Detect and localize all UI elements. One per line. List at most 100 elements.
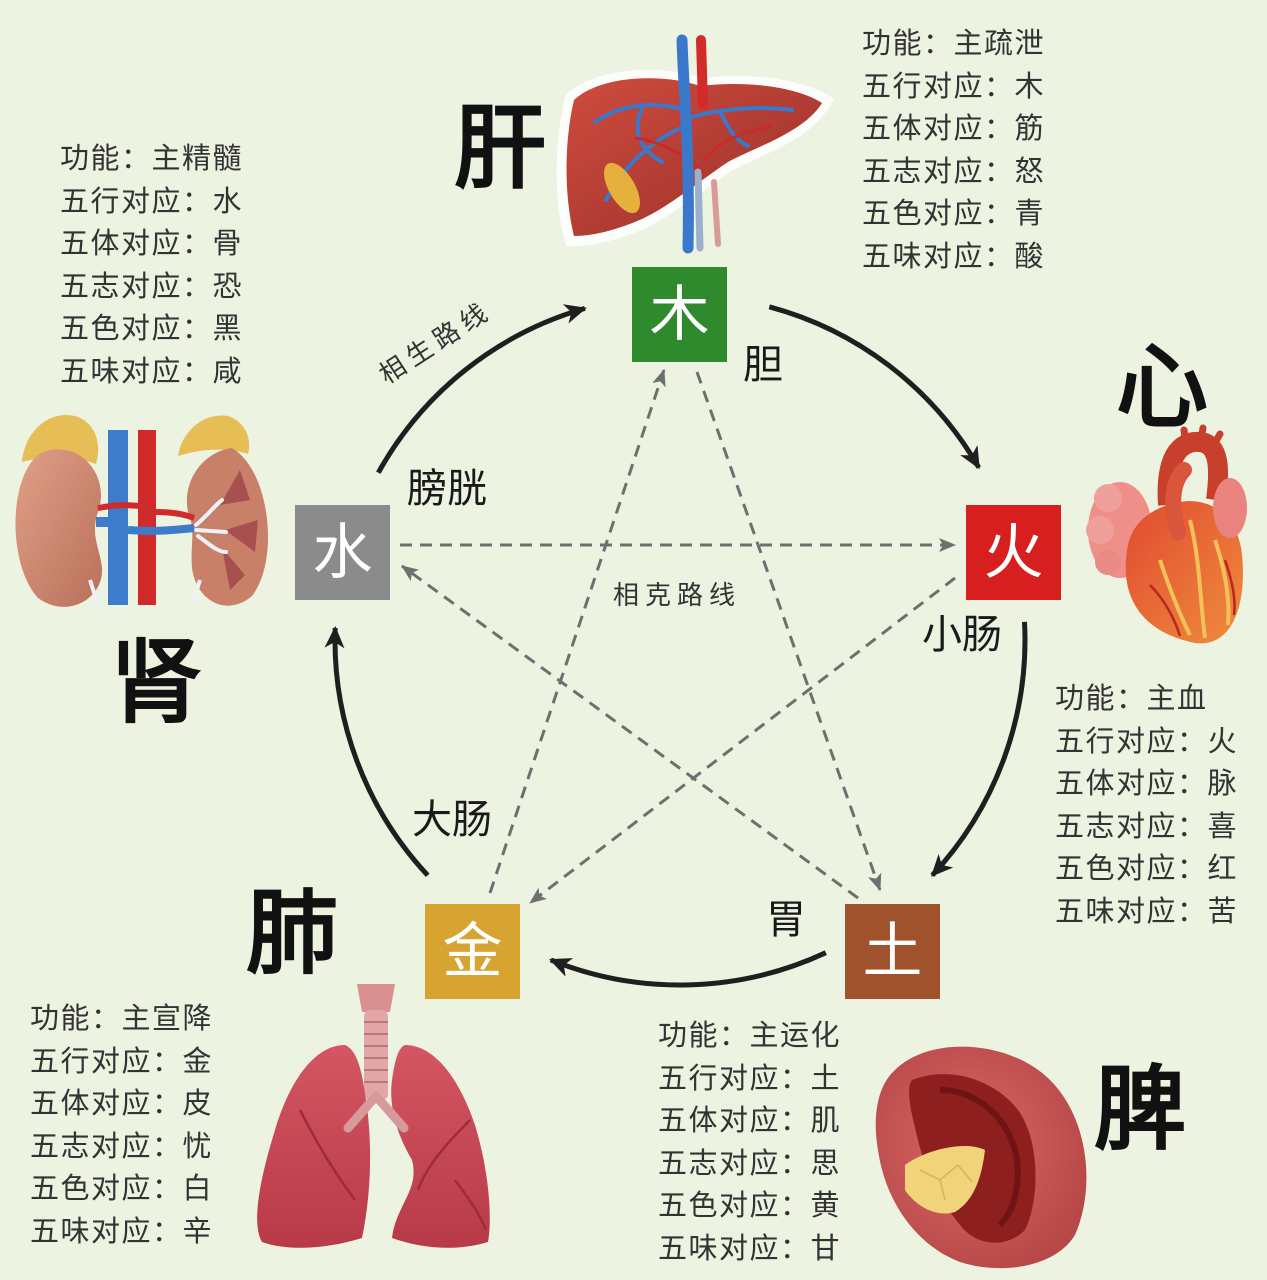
- generating-arrow-metal-water: [324, 626, 430, 878]
- spleen-info: 功能：主运化 五行对应：土 五体对应：肌 五志对应：思 五色对应：黄 五味对应：…: [658, 1014, 841, 1270]
- gallbladder: [604, 162, 640, 214]
- fat-texture: [919, 1164, 973, 1201]
- element-water-label: 水: [312, 517, 373, 588]
- hepatic-arteries: [634, 124, 772, 174]
- lung-info: 功能：主宣降 五行对应：金 五体对应：皮 五志对应：忧 五色对应：白 五味对应：…: [30, 997, 213, 1253]
- ureters: [88, 579, 202, 606]
- renal-artery-right: [155, 509, 196, 521]
- info-line: 五体对应：骨: [60, 226, 244, 261]
- organ-name-lung: 肺: [246, 880, 339, 987]
- hepatic-veins: [593, 102, 794, 202]
- organ-name-kidney: 肾: [110, 629, 203, 736]
- info-line: 五体对应：肌: [658, 1103, 842, 1138]
- fu-name-small-intestine: 小肠: [922, 612, 1002, 658]
- trachea: [364, 1010, 388, 1100]
- info-line: 五色对应：黑: [60, 311, 244, 346]
- fu-name-bladder: 膀胱: [407, 466, 487, 512]
- heart-info: 功能：主血 五行对应：火 五体对应：脉 五志对应：喜 五色对应：红 五味对应：苦: [1055, 677, 1238, 933]
- info-line: 功能：主运化: [658, 1018, 842, 1052]
- bile-duct: [711, 179, 721, 247]
- inferior-vena-cava: [676, 34, 694, 254]
- coronary-vessels: [1158, 519, 1231, 639]
- element-wood-box: 木: [632, 267, 727, 362]
- info-line: 五志对应：怒: [862, 153, 1046, 188]
- generating-cycle: [324, 304, 1028, 988]
- atrium-bump: [1095, 549, 1121, 575]
- lung-right: [391, 1045, 490, 1248]
- info-line: 五体对应：筋: [862, 111, 1046, 146]
- adrenal-gland-left: [22, 414, 99, 464]
- info-line: 功能：主精髓: [60, 141, 244, 175]
- atrium-bump: [1094, 484, 1122, 512]
- organ-name-liver: 肝: [454, 95, 547, 202]
- renal-pyramids: [220, 470, 258, 590]
- lung-left: [257, 1045, 371, 1248]
- generating-arrow-fire-earth: [930, 621, 1028, 878]
- info-line: 五行对应：水: [60, 183, 244, 218]
- renal-artery-left: [97, 502, 141, 511]
- generating-arrow-earth-metal: [548, 950, 827, 988]
- organ-name-spleen: 脾: [1094, 1056, 1187, 1163]
- info-line: 五志对应：思: [658, 1145, 842, 1180]
- trachea-rings: [364, 1021, 388, 1083]
- info-line: 五味对应：酸: [862, 238, 1046, 273]
- organ-name-heart: 心: [1116, 334, 1209, 441]
- info-line: 五色对应：青: [862, 196, 1046, 231]
- liver-illustration: [556, 34, 834, 254]
- controlling-arrow-fire-metal: [529, 576, 956, 905]
- inferior-vena-cava: [108, 430, 128, 605]
- pulmonary-trunk: [1165, 462, 1192, 540]
- ventricles: [1125, 501, 1243, 644]
- bronchi: [343, 1091, 409, 1133]
- generating-arrow-water-wood: [376, 304, 587, 474]
- coronary-arteries: [1149, 559, 1236, 637]
- kidney-info: 功能：主精髓 五行对应：水 五体对应：骨 五志对应：恐 五色对应：黑 五味对应：…: [60, 137, 243, 393]
- element-fire-box: 火: [966, 505, 1061, 600]
- fu-name-large-intestine: 大肠: [412, 797, 492, 843]
- controlling-cycle: [400, 369, 956, 905]
- info-line: 功能：主疏泄: [862, 26, 1046, 60]
- info-line: 五体对应：皮: [30, 1086, 214, 1121]
- right-atrium: [1213, 478, 1247, 538]
- spleen-fat: [905, 1145, 985, 1214]
- controlling-arrow-metal-wood: [488, 369, 666, 894]
- info-line: 五志对应：恐: [60, 268, 244, 303]
- element-earth-box: 土: [845, 904, 940, 999]
- info-line: 五色对应：黄: [658, 1188, 842, 1223]
- kidney-right-section: [186, 448, 269, 606]
- info-line: 五味对应：辛: [30, 1213, 214, 1248]
- controlling-arrow-wood-earth: [695, 371, 882, 891]
- fu-name-stomach: 胃: [766, 897, 806, 943]
- info-line: 五味对应：咸: [60, 353, 244, 388]
- heart-illustration: [1086, 424, 1247, 644]
- aorta: [696, 35, 708, 109]
- info-line: 五色对应：白: [30, 1171, 214, 1206]
- info-line: 五行对应：木: [862, 68, 1046, 103]
- element-earth-label: 土: [862, 916, 923, 987]
- kidneys-illustration: [15, 414, 269, 607]
- info-line: 五体对应：脉: [1055, 766, 1239, 801]
- kidney-left: [15, 449, 103, 607]
- element-water-box: 水: [295, 505, 390, 600]
- renal-vein-right: [127, 524, 195, 535]
- lung-fissures: [298, 1109, 488, 1231]
- larynx: [357, 984, 395, 1012]
- element-wood-label: 木: [649, 279, 710, 350]
- portal-structures: [694, 168, 704, 252]
- info-line: 五色对应：红: [1055, 851, 1239, 886]
- lungs-illustration: [257, 984, 490, 1248]
- spleen-illustration: [875, 1046, 1087, 1269]
- info-line: 五志对应：喜: [1055, 808, 1239, 843]
- renal-calyces: [194, 498, 228, 554]
- abdominal-aorta: [138, 430, 156, 605]
- info-line: 五行对应：金: [30, 1043, 214, 1078]
- controlling-cycle-label: 相克路线: [613, 581, 742, 611]
- element-metal-box: 金: [425, 904, 520, 999]
- info-line: 功能：主宣降: [30, 1001, 214, 1035]
- liver-info: 功能：主疏泄 五行对应：木 五体对应：筋 五志对应：怒 五色对应：青 五味对应：…: [862, 22, 1045, 278]
- info-line: 五志对应：忧: [30, 1128, 214, 1163]
- info-line: 五味对应：苦: [1055, 893, 1239, 928]
